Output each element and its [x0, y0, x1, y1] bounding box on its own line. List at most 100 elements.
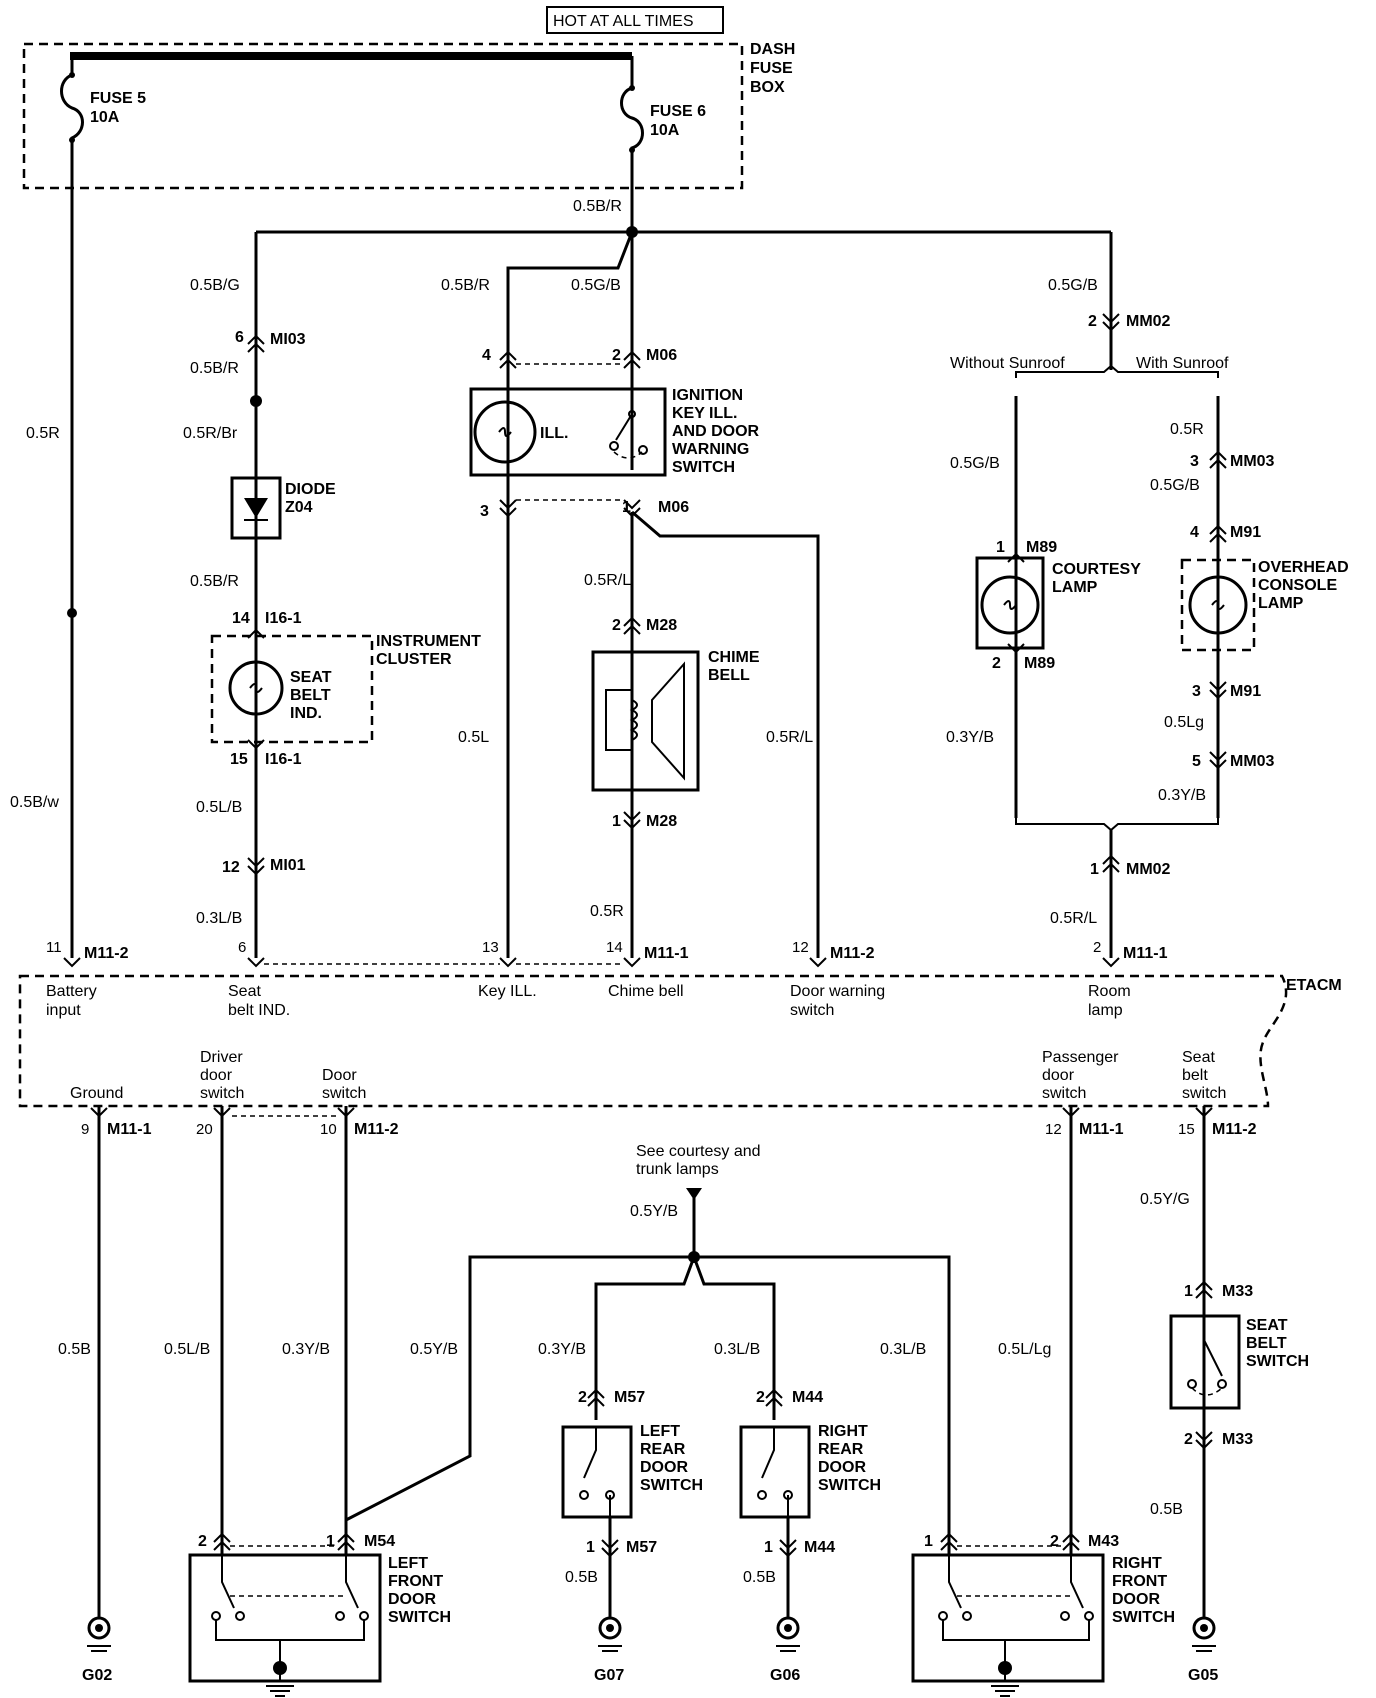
door-warning-wire	[631, 510, 820, 958]
instrument-cluster-label: INSTRUMENT CLUSTER	[376, 633, 485, 668]
fuse-6-label: FUSE 6 10A	[650, 103, 710, 139]
wire-label: 0.5Y/G	[1140, 1191, 1190, 1208]
wire-label: 0.5B	[1150, 1501, 1183, 1518]
svg-text:G02: G02	[82, 1667, 112, 1684]
pin-label: 14	[232, 610, 250, 627]
svg-text:G05: G05	[1188, 1667, 1218, 1684]
etacm-pin: 2	[1093, 939, 1101, 956]
pin-label: 5	[1192, 753, 1201, 770]
wire-label: 0.5Y/B	[630, 1203, 678, 1220]
wire-label: 0.5L	[458, 729, 489, 746]
etacm-output-label: door	[1042, 1067, 1075, 1084]
etacm-connector: M11-2	[830, 945, 875, 962]
wire-label: 0.5L/Lg	[998, 1341, 1051, 1358]
courtesy-lamp	[975, 556, 1045, 650]
etacm-output-label: switch	[1042, 1085, 1086, 1102]
wire-label-0-5bw: 0.5B/w	[10, 794, 59, 811]
pin-label: 3	[480, 503, 489, 520]
etacm-input-label: switch	[790, 1002, 834, 1019]
wire-label: 0.5B	[743, 1569, 776, 1586]
wire-label: 0.3L/B	[714, 1341, 760, 1358]
etacm-output-label: Passenger	[1042, 1049, 1119, 1066]
etacm-input-label: Chime bell	[608, 983, 684, 1000]
etacm-input-label: Room	[1088, 983, 1131, 1000]
wire-label: 0.3L/B	[880, 1341, 926, 1358]
wire-label: 0.5R/Br	[183, 425, 238, 442]
pin-label: 15	[230, 751, 248, 768]
ignition-switch-label: IGNITION KEY ILL. AND DOOR WARNING SWITC…	[672, 387, 764, 476]
wire-label: 0.5B/R	[190, 573, 239, 590]
ground-g05: G05	[1188, 1616, 1218, 1684]
etacm-input-label: Battery	[46, 983, 97, 1000]
fuse-5-symbol	[60, 56, 84, 148]
pin-label: 2	[1088, 313, 1097, 330]
ground-g02: G02	[82, 1616, 112, 1684]
wire-label: 0.3Y/B	[1158, 787, 1206, 804]
etacm-output-label: switch	[200, 1085, 244, 1102]
etacm-pin: 10	[320, 1121, 337, 1138]
etacm-output-label: Ground	[70, 1085, 123, 1102]
connector-label: M44	[804, 1539, 835, 1556]
wire-label: 0.5G/B	[950, 455, 1000, 472]
fuse-6-symbol	[620, 56, 644, 160]
pin-label: 1	[586, 1539, 595, 1556]
pin-label: 2	[578, 1389, 587, 1406]
pin-label: 6	[235, 329, 244, 346]
right-front-door-switch-label: RIGHT FRONT DOOR SWITCH	[1112, 1555, 1175, 1626]
etacm-input-label: lamp	[1088, 1002, 1123, 1019]
see-courtesy-label: See courtesy and trunk lamps	[636, 1143, 765, 1178]
wire-label: 0.5L/B	[164, 1341, 210, 1358]
hot-at-all-times-box	[546, 6, 724, 34]
courtesy-lamp-label: COURTESY LAMP	[1052, 561, 1145, 596]
etacm-output-label: Door	[322, 1067, 357, 1084]
etacm-output-label: switch	[322, 1085, 366, 1102]
wire-label: 0.5B	[58, 1341, 91, 1358]
pin-label: 1	[326, 1533, 335, 1550]
fuse-5-label: FUSE 5 10A	[90, 90, 150, 126]
wire-label: 0.5G/B	[1150, 477, 1200, 494]
left-rear-door-switch-label: LEFT REAR DOOR SWITCH	[640, 1423, 703, 1494]
diode-z04	[230, 476, 282, 540]
etacm-pin: 9	[81, 1121, 89, 1138]
etacm-output-label: Seat	[1182, 1049, 1215, 1066]
dash-fuse-box-outline	[22, 42, 744, 190]
connector-label: M54	[364, 1533, 395, 1550]
etacm-output-label: switch	[1182, 1085, 1226, 1102]
connector-label: MM03	[1230, 453, 1275, 470]
connector-label: M91	[1230, 524, 1261, 541]
connector-label: MI03	[270, 331, 306, 348]
etacm-pin: 15	[1178, 1121, 1195, 1138]
see-courtesy-arrow	[686, 1188, 702, 1200]
pin-label: 3	[1190, 453, 1199, 470]
wire-label: 0.5R/L	[766, 729, 813, 746]
wire-label: 0.5G/B	[1048, 277, 1098, 294]
wire-label: 0.5B	[565, 1569, 598, 1586]
pin-label: 2	[756, 1389, 765, 1406]
etacm-pin: 11	[46, 939, 62, 956]
pin-label: 2	[612, 617, 621, 634]
wire-label: 0.3Y/B	[282, 1341, 330, 1358]
dash-fuse-box-label: DASH FUSE BOX	[750, 41, 800, 96]
seat-belt-switch-label: SEAT BELT SWITCH	[1246, 1317, 1309, 1370]
wire-label: 0.5Y/B	[410, 1341, 458, 1358]
wire-label-0-5r: 0.5R	[26, 425, 60, 442]
ground-g07: G07	[594, 1616, 624, 1684]
connector-label: M06	[658, 499, 689, 516]
wire-label: 0.5L/B	[196, 799, 242, 816]
etacm-input-label: Door warning	[790, 983, 885, 1000]
etacm-pin: 6	[238, 939, 246, 956]
diode-label: DIODE Z04	[285, 481, 340, 516]
wire-label: 0.5G/B	[571, 277, 621, 294]
pin-label: 1	[622, 499, 631, 516]
etacm-connector: M11-1	[107, 1121, 152, 1138]
pin-label: 1	[612, 813, 621, 830]
wire-label: 0.5R	[1170, 421, 1204, 438]
overhead-console-lamp-label: OVERHEAD CONSOLE LAMP	[1258, 559, 1353, 612]
etacm-connector: M11-2	[354, 1121, 399, 1138]
pin-label: 1	[996, 539, 1005, 556]
wire-label: 0.3Y/B	[538, 1341, 586, 1358]
connector-mi03	[247, 334, 265, 353]
etacm-connector: M11-2	[1212, 1121, 1257, 1138]
